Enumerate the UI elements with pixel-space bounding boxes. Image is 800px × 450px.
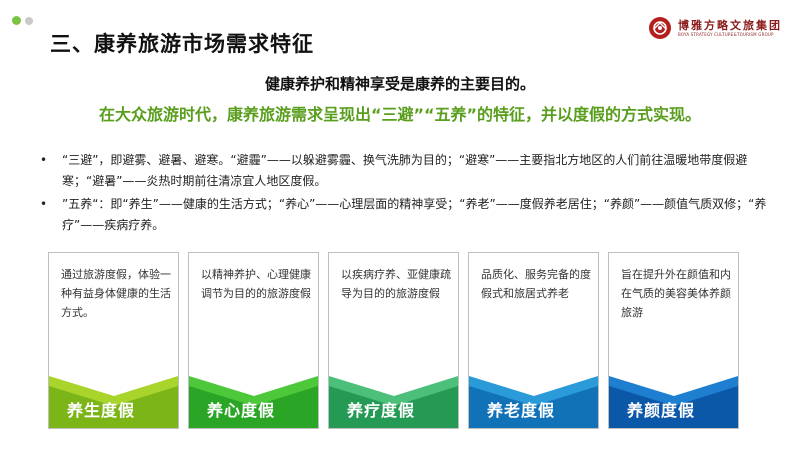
band-front: [189, 386, 318, 428]
card-banner: [609, 374, 738, 428]
card-title: 养疗度假: [347, 401, 416, 420]
card-description: 旨在提升外在颜值和内在气质的美容美体养颜旅游: [621, 268, 731, 319]
bullet-three-avoid: “三避”，即避雾、避暑、避寒。“避霾”——以躲避雾霾、换气洗肺为目的；“避寒”—…: [40, 150, 770, 192]
company-logo: 博雅方略文旅集团 BOYA STRATEGY CULTURE&TOURISM G…: [648, 16, 782, 40]
card-description: 以精神养护、心理健康调节为目的的旅游度假: [201, 268, 311, 300]
card-band-shape: [609, 376, 738, 428]
card-banner: [469, 374, 598, 428]
card-banner: [189, 374, 318, 428]
main-statement: 健康养护和精神享受是康养的主要目的。: [264, 75, 535, 93]
card-title: 养颜度假: [627, 401, 696, 420]
card-band-shape: [49, 376, 178, 428]
card-band-shape: [329, 376, 458, 428]
dot-grey: [25, 16, 33, 25]
band-front: [49, 386, 178, 428]
card-banner: [329, 374, 458, 428]
card-banner: [49, 374, 178, 428]
card-beauty-vacation: 旨在提升外在颜值和内在气质的美容美体养颜旅游 养颜度假: [608, 252, 739, 429]
decor-dots: [12, 16, 33, 25]
band-front: [469, 386, 598, 428]
logo-name-cn: 博雅方略文旅集团: [678, 18, 782, 32]
card-elderly-vacation: 品质化、服务完备的度假式和旅居式养老 养老度假: [468, 252, 599, 429]
card-title: 养生度假: [67, 401, 136, 420]
card-row: 通过旅游度假，体验一种有益身体健康的生活方式。 养生度假 以精神养护、心理健康调…: [48, 252, 739, 429]
bullet-list: “三避”，即避雾、避暑、避寒。“避霾”——以躲避雾霾、换气洗肺为目的；“避寒”—…: [40, 150, 770, 238]
band-front: [609, 386, 738, 428]
card-band-shape: [469, 376, 598, 428]
card-description: 通过旅游度假，体验一种有益身体健康的生活方式。: [61, 268, 171, 319]
card-description: 以疾病疗养、亚健康疏导为目的的旅游度假: [341, 268, 451, 300]
page-title: 三、康养旅游市场需求特征: [50, 32, 314, 56]
bullet-five-care: ”五养“：即“养生”——健康的生活方式；“养心”——心理层面的精神享受；“养老”…: [40, 194, 770, 236]
card-title: 养心度假: [207, 401, 276, 420]
card-mind-vacation: 以精神养护、心理健康调节为目的的旅游度假 养心度假: [188, 252, 319, 429]
card-title: 养老度假: [487, 401, 556, 420]
band-front: [329, 386, 458, 428]
logo-mark-icon: [649, 17, 671, 39]
highlight-statement: 在大众旅游时代，康养旅游需求呈现出“三避”“五养”的特征，并以度假的方式实现。: [98, 105, 702, 124]
card-band-shape: [189, 376, 318, 428]
card-description: 品质化、服务完备的度假式和旅居式养老: [481, 268, 591, 300]
card-health-vacation: 通过旅游度假，体验一种有益身体健康的生活方式。 养生度假: [48, 252, 179, 429]
logo-name-en: BOYA STRATEGY CULTURE&TOURISM GROUP: [678, 31, 774, 37]
card-therapy-vacation: 以疾病疗养、亚健康疏导为目的的旅游度假 养疗度假: [328, 252, 459, 429]
dot-green: [12, 16, 21, 25]
